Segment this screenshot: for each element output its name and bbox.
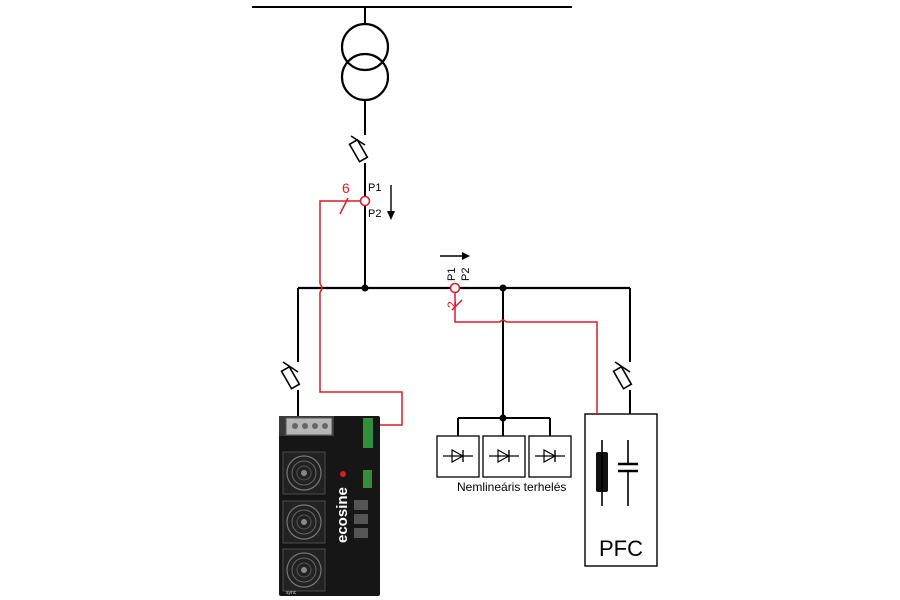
fuse-icon bbox=[280, 361, 301, 390]
branch-ct-p1-label: P1 bbox=[446, 268, 458, 281]
device-brand-logo: ecosine bbox=[334, 487, 351, 543]
branch-current-transformer bbox=[449, 282, 463, 311]
pfc-label: PFC bbox=[599, 536, 643, 561]
device-badge: sync bbox=[286, 590, 297, 596]
arrow-icon bbox=[387, 185, 395, 220]
branch-ct-p2-label: P2 bbox=[460, 268, 472, 281]
fuse-icon bbox=[348, 135, 369, 163]
control-terminal bbox=[363, 470, 372, 488]
fuse-icon bbox=[612, 361, 633, 390]
diode-icon bbox=[489, 448, 519, 464]
active-filter-device: ecosine sync bbox=[279, 416, 380, 596]
terminal-block bbox=[285, 417, 333, 436]
main-ct-ratio-mark: 6 bbox=[342, 180, 350, 196]
nonlinear-load bbox=[482, 435, 526, 478]
control-terminal bbox=[363, 418, 373, 448]
fan-icon bbox=[282, 451, 326, 495]
arrow-icon bbox=[440, 252, 470, 260]
diode-icon bbox=[443, 448, 473, 464]
main-ct-p2-label: P2 bbox=[368, 208, 381, 220]
nonlinear-load bbox=[528, 435, 572, 478]
diode-icon bbox=[535, 448, 565, 464]
ct-signal-wiring bbox=[319, 200, 598, 426]
transformer-icon bbox=[340, 22, 390, 102]
fan-icon bbox=[282, 500, 326, 544]
brand-dot bbox=[340, 471, 346, 477]
pfc-cabinet: PFC bbox=[584, 413, 658, 567]
capacitor-icon bbox=[618, 440, 638, 506]
main-ct-p1-label: P1 bbox=[368, 182, 381, 194]
bus-junction bbox=[361, 284, 369, 292]
nonlinear-load bbox=[436, 435, 480, 478]
branch-ct-ratio-mark: 2 bbox=[445, 301, 459, 308]
nonlinear-load-label: Nemlineáris terhelés bbox=[457, 480, 566, 494]
fan-icon bbox=[282, 548, 326, 592]
